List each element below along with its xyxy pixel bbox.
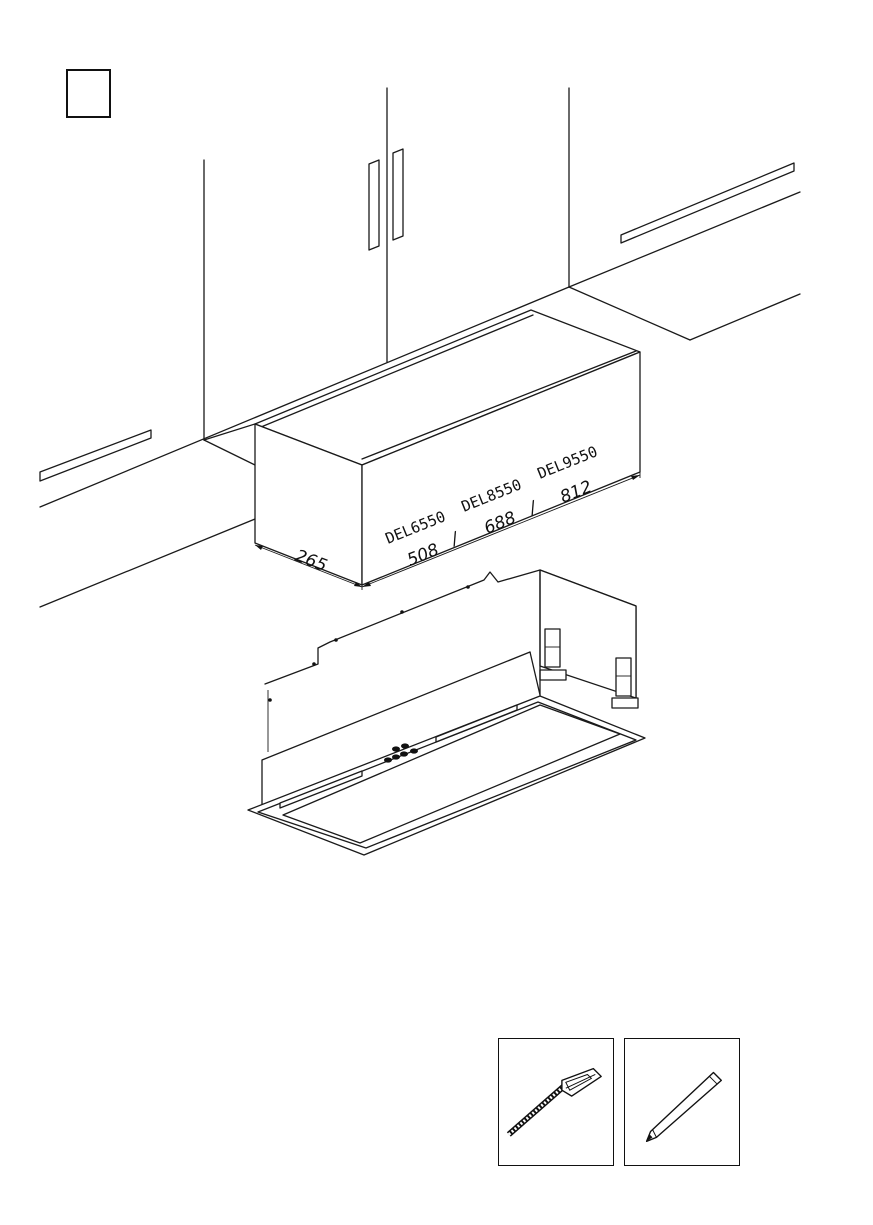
pencil-tool-box xyxy=(624,1038,740,1166)
screwdriver-tool-box xyxy=(498,1038,614,1166)
pencil-icon xyxy=(625,1039,739,1165)
cutout-box xyxy=(204,310,640,585)
hood-unit xyxy=(248,570,645,855)
screwdriver-icon xyxy=(499,1039,613,1165)
